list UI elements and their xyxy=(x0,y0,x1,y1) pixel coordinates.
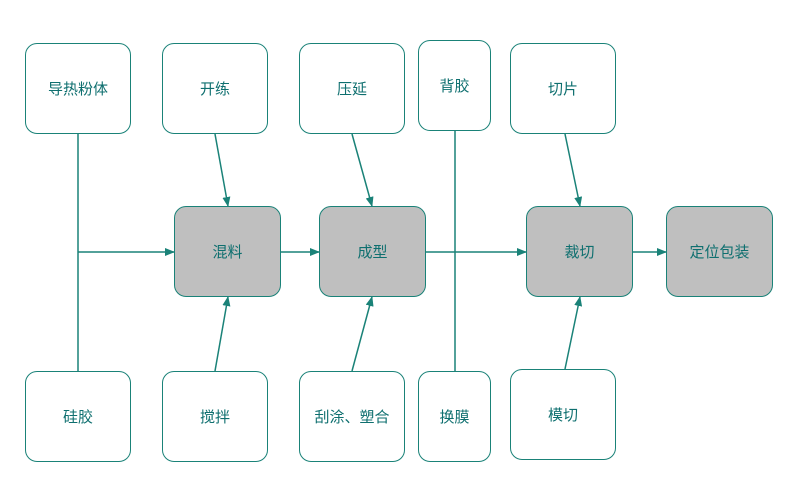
node-silicone: 硅胶 xyxy=(25,371,131,462)
arrow-stirring-to-mixing xyxy=(214,296,231,372)
node-die-cut: 裁切 xyxy=(526,206,633,297)
arrow-calender-to-forming xyxy=(351,133,374,207)
node-slicing: 切片 xyxy=(510,43,616,134)
arrow-coating-to-forming xyxy=(351,296,374,372)
node-calender: 压延 xyxy=(299,43,405,134)
node-open-mill: 开练 xyxy=(162,43,268,134)
arrow-die-cut-mold-to-die-cut xyxy=(564,296,583,370)
node-stirring: 搅拌 xyxy=(162,371,268,462)
node-coating: 刮涂、塑合 xyxy=(299,371,405,462)
node-positioning-pack: 定位包装 xyxy=(666,206,773,297)
node-forming: 成型 xyxy=(319,206,426,297)
node-mixing: 混料 xyxy=(174,206,281,297)
arrow-open-mill-to-mixing xyxy=(214,133,231,207)
node-backing: 背胶 xyxy=(418,40,491,131)
node-die-cut-mold: 模切 xyxy=(510,369,616,460)
node-film-change: 换膜 xyxy=(418,371,491,462)
node-powder: 导热粉体 xyxy=(25,43,131,134)
arrow-slicing-to-die-cut xyxy=(564,133,583,207)
